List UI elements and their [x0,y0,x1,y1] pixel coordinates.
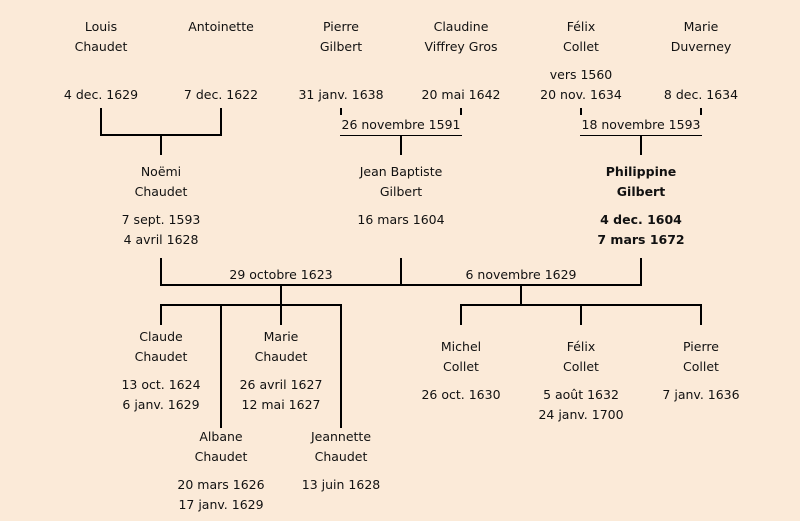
person-albane-chaudet: Albane Chaudet 20 mars 1626 17 janv. 162… [177,427,264,515]
first-name: Claude [139,329,183,344]
last-name: Gilbert [379,184,423,199]
marriage-date-collet-duverney: 18 novembre 1593 [579,115,703,135]
person-jeannette-chaudet: Jeannette Chaudet 13 juin 1628 [302,427,380,495]
death-date: 24 janv. 1700 [538,407,624,422]
birth-date: 26 avril 1627 [239,377,323,392]
last-name: Collet [683,359,719,374]
first-name: Michel [440,339,482,354]
birth-date: 7 sept. 1593 [121,212,201,227]
connector-chaudet-children [160,285,342,428]
birth-date: 4 dec. 1604 [600,212,682,227]
last-name: Chaudet [74,39,128,54]
first-name: Marie [683,19,719,34]
person-felix-collet-junior: Félix Collet 5 août 1632 24 janv. 1700 [538,337,623,425]
last-name: Gilbert [616,184,666,199]
person-felix-collet-senior: Félix Collet [563,17,599,57]
birth-date: 20 mars 1626 [177,477,265,492]
last-name: Collet [563,39,599,54]
first-name: Claudine [433,19,489,34]
marriage-date-gilbert-collet: 6 novembre 1629 [465,267,577,282]
first-name: Pierre [683,339,719,354]
connector-chaudet-parents [100,108,222,155]
first-name: Noëmi [140,164,182,179]
death-date: 8 dec. 1634 [663,87,739,102]
person-pierre-gilbert: Pierre Gilbert [320,17,362,57]
last-name: Chaudet [194,449,248,464]
person-felix-collet-dates: vers 1560 20 nov. 1634 [540,65,622,105]
first-name: Marie [263,329,299,344]
last-name: Viffrey Gros [424,39,498,54]
marriage-date-gilbert-viffrey: 26 novembre 1591 [339,115,463,135]
last-name: Collet [443,359,479,374]
person-pierre-collet: Pierre Collet 7 janv. 1636 [662,337,739,405]
death-date: 7 mars 1672 [597,232,685,247]
first-name: Jeannette [310,429,372,444]
last-name: Chaudet [134,349,188,364]
death-date: 7 dec. 1622 [183,87,259,102]
birth-date: vers 1560 [549,67,613,82]
death-date: 17 janv. 1629 [178,497,264,512]
person-marie-duverney: Marie Duverney [671,17,732,57]
person-marie-chaudet: Marie Chaudet 26 avril 1627 12 mai 1627 [240,327,323,415]
person-claude-chaudet: Claude Chaudet 13 oct. 1624 6 janv. 1629 [121,327,200,415]
person-jean-baptiste-gilbert: Jean Baptiste Gilbert 16 mars 1604 [357,162,444,230]
death-date: 20 nov. 1634 [540,87,622,102]
birth-date: 13 oct. 1624 [121,377,201,392]
first-name: Félix [566,19,596,34]
death-date: 4 avril 1628 [123,232,199,247]
person-philippine-gilbert: Philippine Gilbert 4 dec. 1604 7 mars 16… [597,162,684,250]
last-name: Duverney [670,39,732,54]
first-name: Félix [566,339,596,354]
last-name: Chaudet [254,349,308,364]
person-louis-chaudet: Louis Chaudet [75,17,128,57]
death-date: 6 janv. 1629 [122,397,200,412]
death-date: 4 dec. 1629 [63,87,139,102]
last-name: Chaudet [134,184,188,199]
birth-date: 26 oct. 1630 [421,387,501,402]
marriage-date-chaudet-gilbert: 29 octobre 1623 [229,267,333,282]
first-name: Pierre [323,19,359,34]
death-date: 31 janv. 1638 [298,87,384,102]
first-name: Philippine [605,164,677,179]
birth-date: 5 août 1632 [543,387,619,402]
birth-date: 13 juin 1628 [301,477,381,492]
birth-date: 16 mars 1604 [357,212,445,227]
first-name: Antoinette [188,19,254,34]
person-noemi-chaudet: Noëmi Chaudet 7 sept. 1593 4 avril 1628 [122,162,201,250]
first-name: Louis [84,19,118,34]
last-name: Chaudet [314,449,368,464]
birth-date: 7 janv. 1636 [662,387,740,402]
connector-generation-2 [160,258,642,286]
last-name: Gilbert [319,39,363,54]
first-name: Albane [199,429,243,444]
person-antoinette: Antoinette [188,17,254,37]
death-date: 12 mai 1627 [241,397,321,412]
last-name: Collet [563,359,599,374]
connector-collet-children [460,285,702,325]
person-michel-collet: Michel Collet 26 oct. 1630 [421,337,500,405]
person-claudine-viffrey-gros: Claudine Viffrey Gros [425,17,498,57]
first-name: Jean Baptiste [359,164,443,179]
death-date: 20 mai 1642 [421,87,501,102]
